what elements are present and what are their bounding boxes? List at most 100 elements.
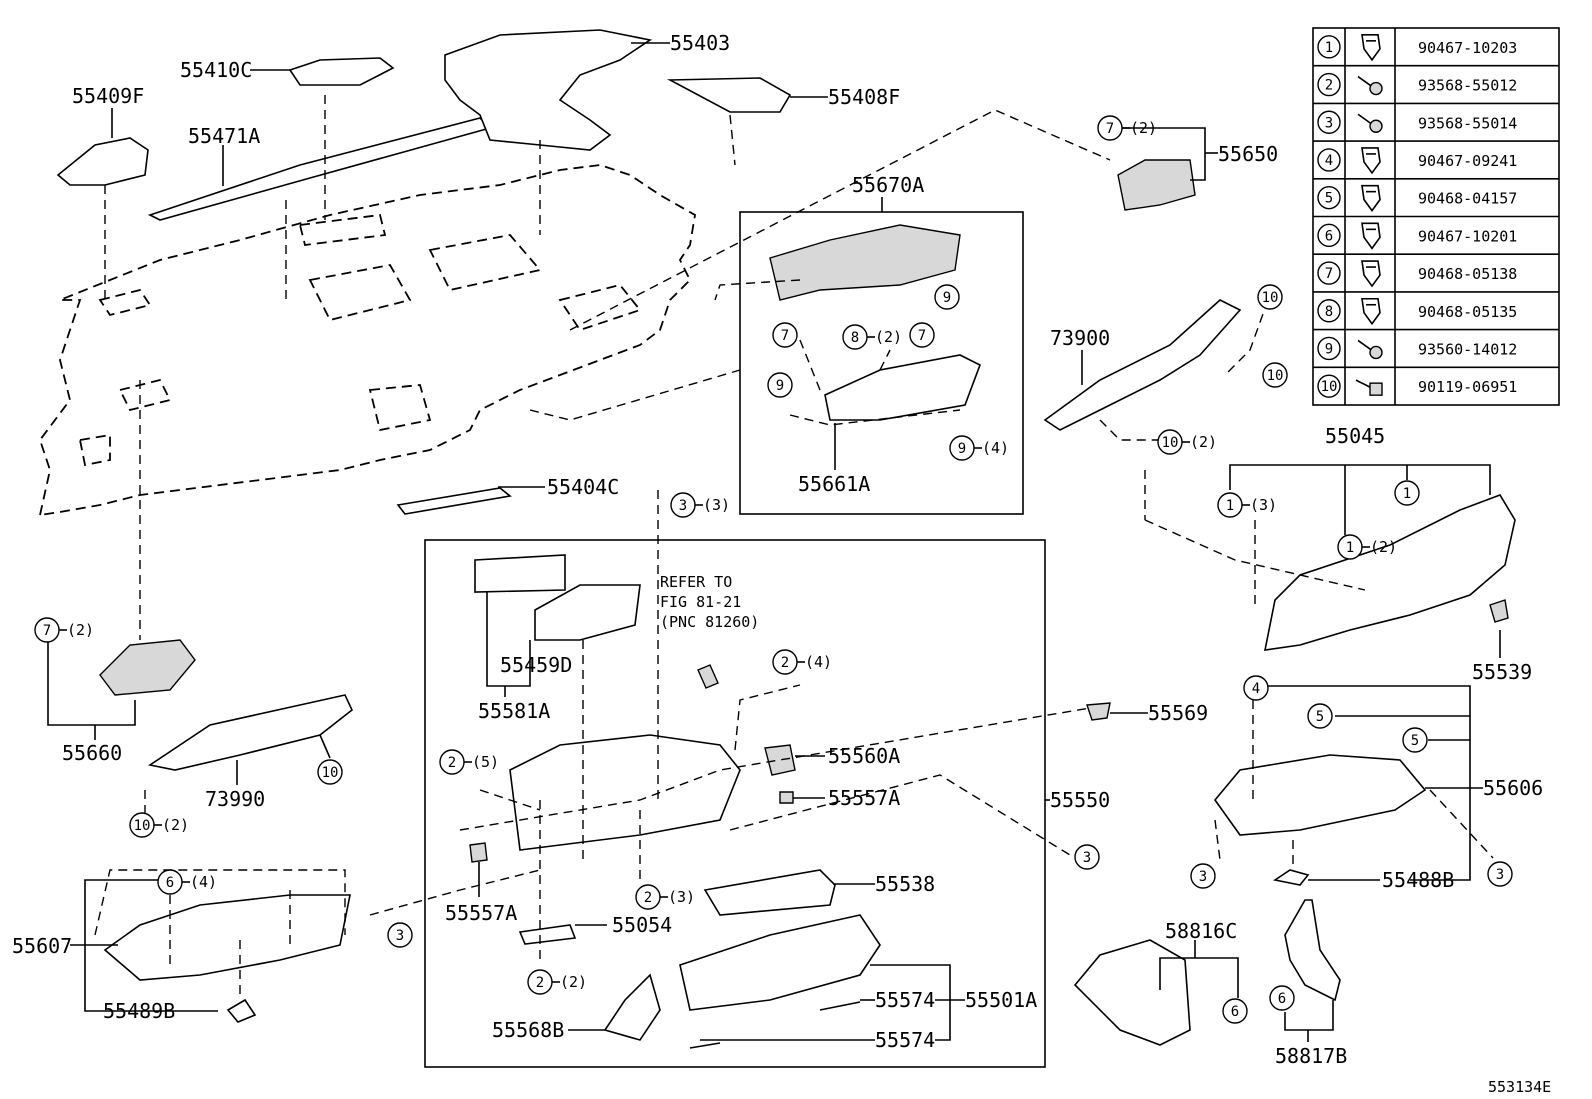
callout-number: 1 [1403, 486, 1411, 502]
callout-1: 1(2) [1337, 534, 1397, 560]
callout-circle [1307, 703, 1333, 729]
callout-1: 1(3) [1217, 492, 1277, 518]
callout-number: 7 [781, 328, 789, 344]
callout-quantity: (2) [560, 973, 587, 991]
legend-number: 5 [1325, 191, 1333, 207]
callout-quantity: (2) [875, 328, 902, 346]
part-right-lower-drawing [1073, 754, 1427, 1046]
clip-icon [1361, 34, 1381, 62]
dashed-reference-lines [94, 95, 1494, 1000]
label-55471a: 55471A [188, 124, 260, 148]
callout-circle [934, 284, 960, 310]
label-55574-a: 55574 [875, 988, 935, 1012]
callout-3: 3 [1487, 861, 1513, 887]
legend-part-number: 90468-04157 [1418, 190, 1517, 208]
callout-quantity: (4) [190, 873, 217, 891]
callout-3: 3 [1074, 844, 1100, 870]
label-55569: 55569 [1148, 701, 1208, 725]
legend-number: 1 [1325, 40, 1333, 56]
part-number-labels: 55403 55410C 55409F 55471A 55408F 55650 … [12, 31, 1551, 1096]
callout-number: 2 [448, 755, 456, 771]
callout-10: 10(2) [1157, 429, 1217, 455]
label-55607: 55607 [12, 934, 72, 958]
clip-icon [1361, 222, 1381, 250]
callout-quantity: (4) [982, 439, 1009, 457]
legend-number: 2 [1325, 78, 1333, 94]
callout-quantity: (5) [472, 753, 499, 771]
label-55045: 55045 [1325, 424, 1385, 448]
callout-9: 9 [934, 284, 960, 310]
callout-number: 4 [1252, 681, 1260, 697]
label-55574-b: 55574 [875, 1028, 935, 1052]
callout-quantity: (4) [805, 653, 832, 671]
label-55403: 55403 [670, 31, 730, 55]
label-55408f: 55408F [828, 85, 900, 109]
callout-number: 9 [943, 290, 951, 306]
legend-number: 6 [1325, 228, 1333, 244]
label-55670a: 55670A [852, 173, 924, 197]
legend-number-circle [1317, 223, 1341, 248]
callout-quantity: (3) [1250, 496, 1277, 514]
legend-number-circle [1317, 299, 1341, 323]
legend-row: 6 90467-10201 [1317, 222, 1517, 250]
label-58816c: 58816C [1165, 919, 1237, 943]
label-55581a: 55581A [478, 699, 550, 723]
label-55538: 55538 [875, 872, 935, 896]
callout-number: 10 [134, 818, 151, 834]
legend-row: 2 93568-55012 [1317, 72, 1517, 97]
label-55489b: 55489B [103, 999, 175, 1023]
label-55557a-right: 55557A [828, 786, 900, 810]
callout-circle [1222, 998, 1248, 1024]
leader-lines [47, 42, 1501, 1042]
legend-number: 8 [1325, 304, 1333, 320]
clip-icon [1361, 184, 1381, 213]
label-55054: 55054 [612, 913, 672, 937]
callout-circle [1487, 861, 1513, 887]
callout-number: 1 [1346, 540, 1354, 556]
callout-7: 7 [909, 322, 935, 348]
legend-part-number: 93568-55012 [1418, 77, 1517, 95]
label-55409f: 55409F [72, 84, 144, 108]
callout-9: 9 [767, 372, 793, 398]
legend-number-circle [1317, 35, 1341, 59]
callout-3: 3(3) [670, 492, 730, 518]
label-55606: 55606 [1483, 776, 1543, 800]
callout-2: 2(3) [635, 884, 695, 910]
callout-number: 10 [1162, 435, 1179, 451]
label-55404c: 55404C [547, 475, 619, 499]
callout-circle [909, 322, 935, 348]
callout-quantity: (2) [162, 816, 189, 834]
callout-number: 9 [776, 378, 784, 394]
part-55650-vent [1117, 159, 1196, 211]
callout-10: 10 (2) [129, 812, 189, 838]
callout-number: 2 [781, 655, 789, 671]
callout-2: 2(2) [527, 969, 587, 995]
callout-10: 10 [317, 759, 343, 785]
clip-icon [1361, 297, 1381, 326]
callout-circle [772, 322, 798, 348]
callout-7: 7(2) [1097, 115, 1157, 141]
label-55488b: 55488B [1382, 868, 1454, 892]
callout-3: 3 [387, 922, 413, 948]
label-58817b: 58817B [1275, 1044, 1347, 1068]
callout-7: 7(2) [34, 617, 94, 643]
refer-note-line-1: REFER TO [660, 573, 732, 591]
legend-number-circle [1317, 374, 1341, 398]
legend-part-number: 90468-05138 [1418, 265, 1517, 283]
legend-part-number: 90467-10201 [1418, 227, 1517, 245]
callout-circle [317, 759, 343, 785]
callout-number: 5 [1316, 709, 1324, 725]
callout-circle [1394, 480, 1420, 506]
callout-number: 10 [1267, 368, 1284, 384]
part-55045-panel [1263, 494, 1516, 651]
callout-quantity: (2) [67, 621, 94, 639]
legend-number-circle [1317, 185, 1341, 210]
part-upper-panel-drawing [56, 29, 792, 515]
label-55550: 55550 [1050, 788, 1110, 812]
